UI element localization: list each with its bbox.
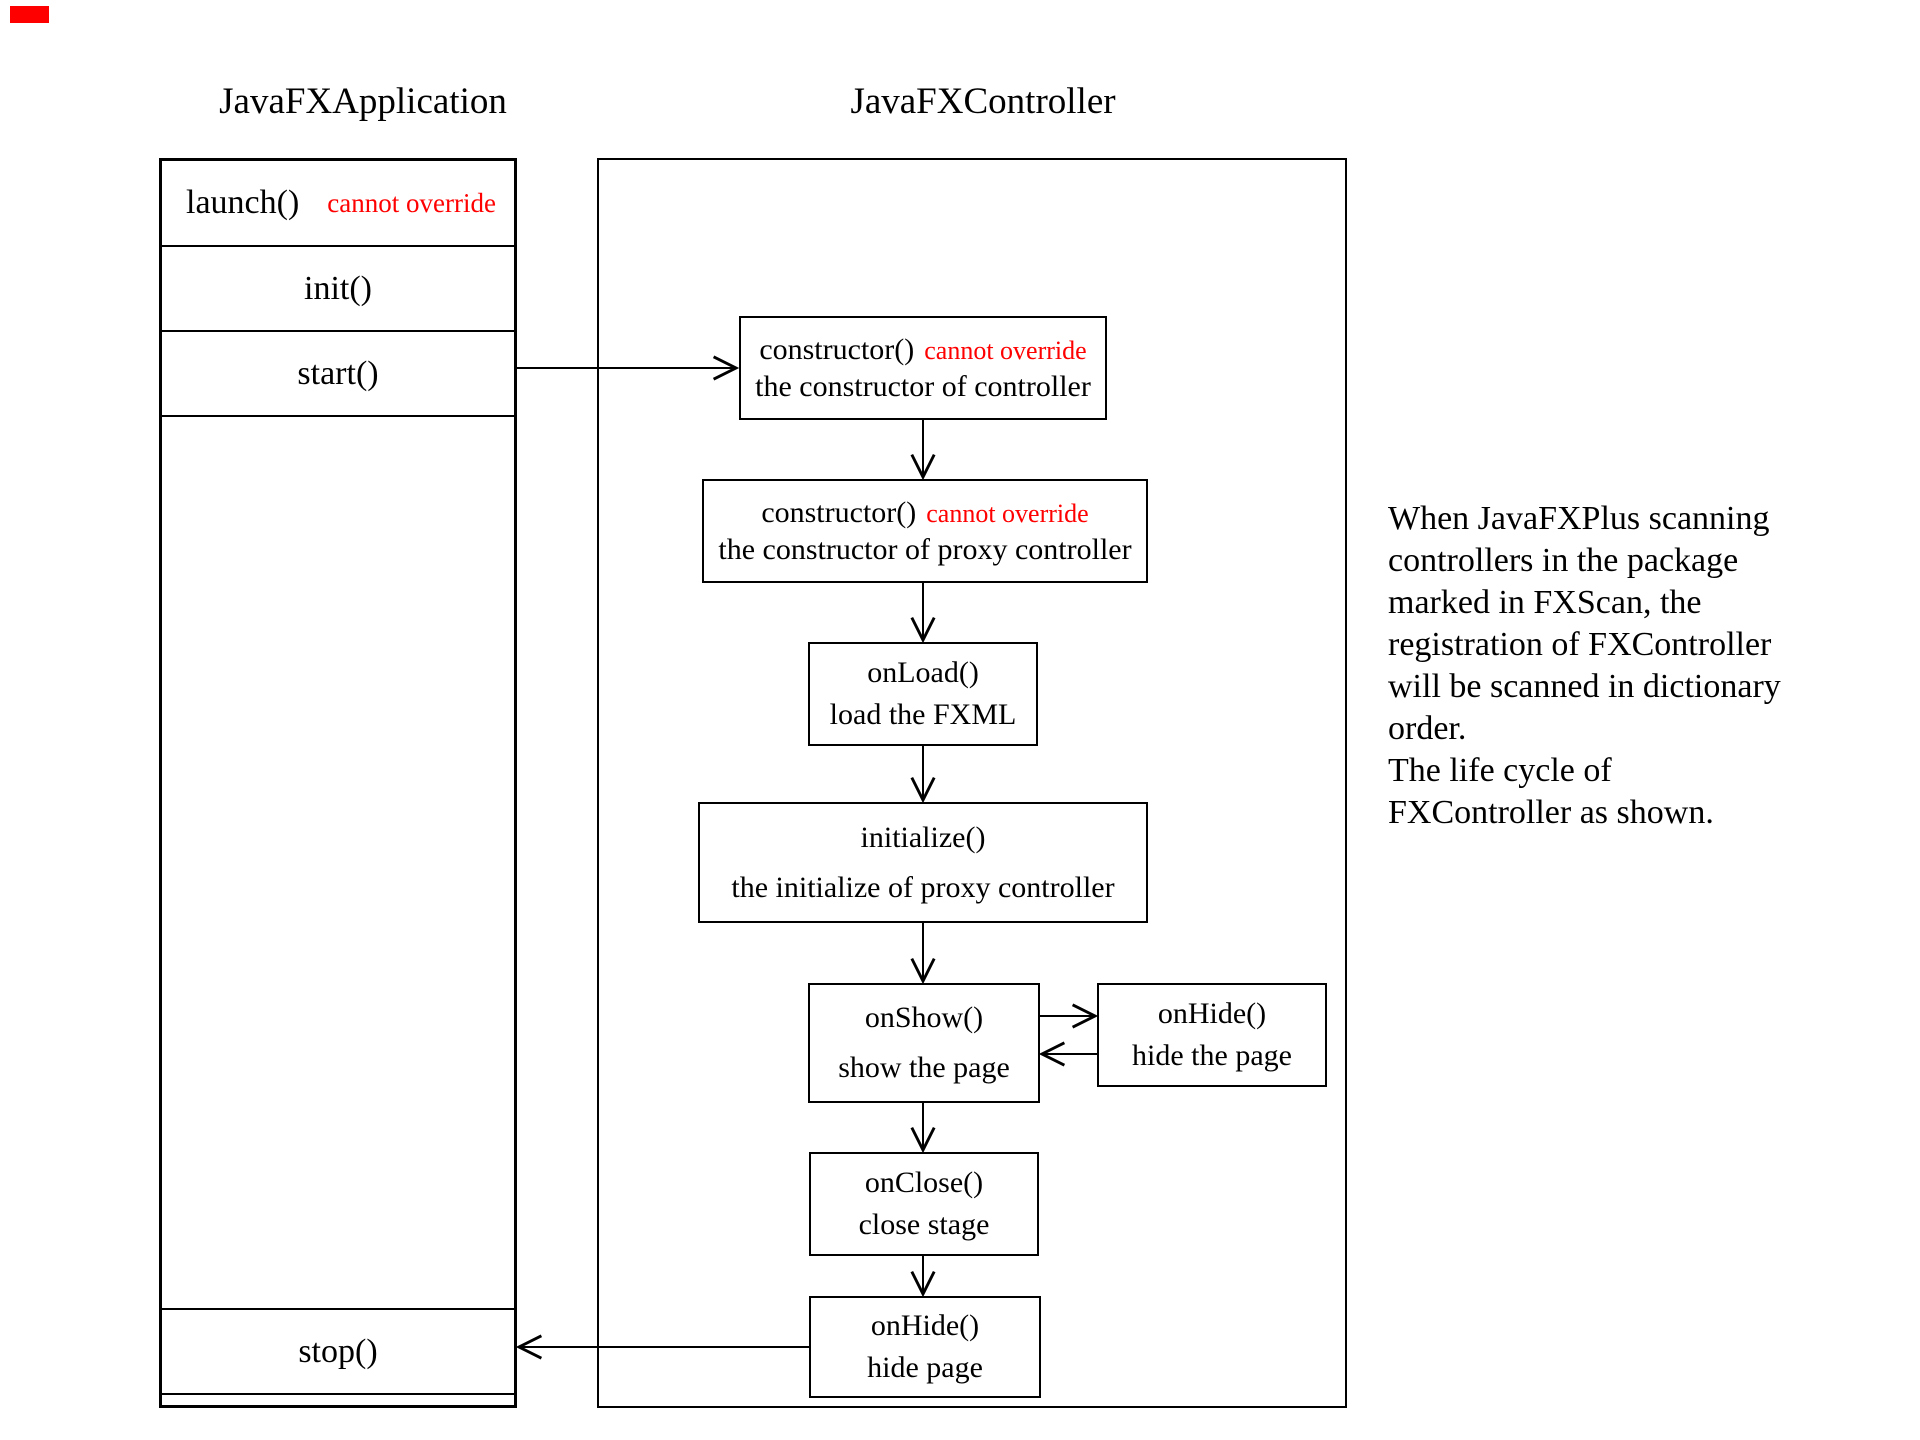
- stop-label: stop(): [298, 1332, 378, 1370]
- controller-lane-title: JavaFXController: [850, 81, 1116, 122]
- red-corner-marker: [10, 6, 49, 23]
- controller-lane-box: [597, 158, 1347, 1408]
- onclose-title: onClose(): [864, 1166, 984, 1199]
- flow-box-onload: onLoad() load the FXML: [808, 642, 1038, 746]
- app-row-start: start(): [162, 330, 514, 415]
- flow-box-onclose: onClose() close stage: [809, 1152, 1039, 1256]
- initialize-title: initialize(): [860, 820, 986, 854]
- app-row-spacer: [162, 415, 514, 1308]
- flow-box-onhide-final: onHide() hide page: [809, 1296, 1041, 1398]
- constructor-proxy-subtitle: the constructor of proxy controller: [718, 532, 1132, 566]
- constructor-proxy-note: cannot override: [926, 498, 1089, 528]
- onshow-subtitle: show the page: [838, 1051, 1010, 1084]
- application-lane-title: JavaFXApplication: [219, 81, 507, 122]
- flow-box-initialize: initialize() the initialize of proxy con…: [698, 802, 1148, 923]
- init-label: init(): [304, 269, 372, 307]
- flow-box-onshow: onShow() show the page: [808, 983, 1040, 1103]
- annotation-paragraph: When JavaFXPlus scanning controllers in …: [1388, 500, 1781, 831]
- onload-subtitle: load the FXML: [829, 698, 1017, 731]
- onhide-final-title: onHide(): [870, 1309, 980, 1342]
- onhide-final-subtitle: hide page: [867, 1351, 983, 1384]
- launch-note: cannot override: [327, 187, 496, 218]
- flow-box-constructor-controller: constructor() cannot override the constru…: [739, 316, 1107, 420]
- app-row-stop: stop(): [162, 1308, 514, 1393]
- app-row-launch: launch() cannot override: [162, 161, 514, 245]
- flow-box-constructor-proxy: constructor() cannot override the constru…: [702, 479, 1148, 583]
- launch-label: launch(): [186, 184, 300, 221]
- constructor-controller-note: cannot override: [924, 335, 1087, 365]
- onload-title: onLoad(): [867, 656, 979, 689]
- onshow-title: onShow(): [864, 1001, 984, 1034]
- constructor-controller-title: constructor(): [759, 332, 915, 366]
- app-row-init: init(): [162, 245, 514, 330]
- onhide-page-title: onHide(): [1157, 997, 1267, 1030]
- application-class-box: launch() cannot override init() start() …: [159, 158, 517, 1408]
- onhide-page-subtitle: hide the page: [1132, 1039, 1292, 1072]
- constructor-controller-subtitle: the constructor of controller: [755, 369, 1091, 403]
- onclose-subtitle: close stage: [858, 1208, 990, 1241]
- constructor-proxy-title: constructor(): [761, 495, 917, 529]
- initialize-subtitle: the initialize of proxy controller: [731, 870, 1115, 904]
- app-row-empty: [162, 1393, 514, 1405]
- start-label: start(): [297, 354, 379, 392]
- flow-box-onhide-page: onHide() hide the page: [1097, 983, 1327, 1087]
